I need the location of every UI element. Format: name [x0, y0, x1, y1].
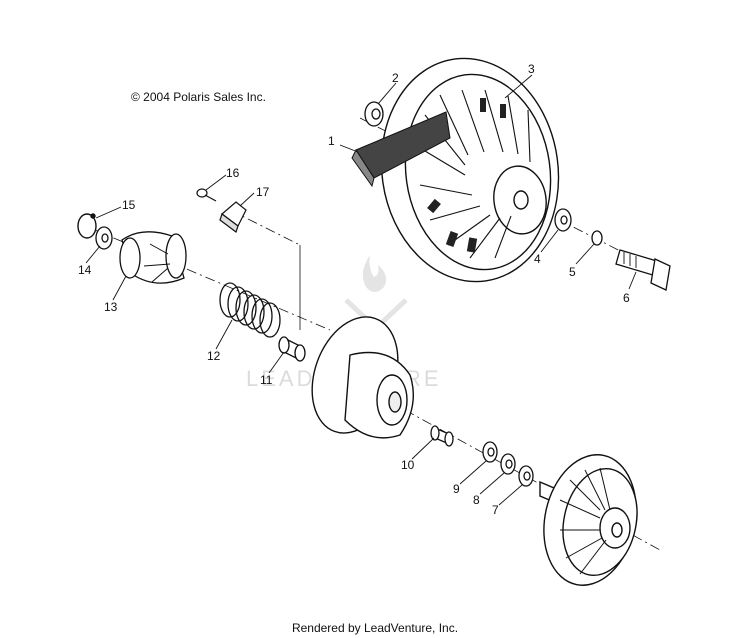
footer-credit: Rendered by LeadVenture, Inc. — [291, 621, 459, 635]
callout-3: 3 — [528, 62, 535, 76]
lock-washer-5 — [591, 230, 603, 246]
callout-4: 4 — [534, 252, 541, 266]
drive-belt — [351, 111, 451, 188]
callout-14: 14 — [78, 263, 92, 277]
washer-8 — [500, 453, 516, 475]
callout-12: 12 — [207, 349, 221, 363]
callout-8: 8 — [473, 493, 480, 507]
callout-5: 5 — [569, 265, 576, 279]
callout-10: 10 — [401, 458, 415, 472]
copyright-text: © 2004 Polaris Sales Inc. — [131, 90, 266, 104]
washer-2 — [364, 101, 384, 127]
callout-7: 7 — [492, 503, 499, 517]
helix-cam-13 — [119, 231, 187, 284]
bushing-10 — [430, 425, 454, 447]
stationary-sheave — [539, 454, 638, 586]
washer-4 — [554, 208, 572, 232]
bushing-11 — [278, 336, 306, 362]
callout-6: 6 — [623, 291, 630, 305]
washer-14 — [95, 226, 113, 250]
callout-13: 13 — [104, 300, 118, 314]
callout-9: 9 — [453, 482, 460, 496]
snap-ring-15 — [77, 213, 97, 239]
callout-2: 2 — [392, 71, 399, 85]
callout-11: 11 — [260, 373, 273, 387]
leader-lines — [85, 74, 637, 506]
washer-9 — [482, 441, 498, 463]
callout-1: 1 — [328, 134, 335, 148]
screw-16 — [196, 188, 217, 202]
weight-17 — [219, 201, 247, 233]
callout-15: 15 — [122, 198, 136, 212]
bolt-6 — [615, 249, 671, 291]
spring-12 — [219, 282, 281, 338]
moveable-sheave — [311, 316, 415, 439]
washer-7 — [518, 465, 534, 487]
callout-numbers: 1 2 3 4 5 6 7 8 9 10 11 12 13 14 15 16 1… — [78, 62, 630, 517]
callout-17: 17 — [256, 185, 270, 199]
callout-16: 16 — [226, 166, 240, 180]
